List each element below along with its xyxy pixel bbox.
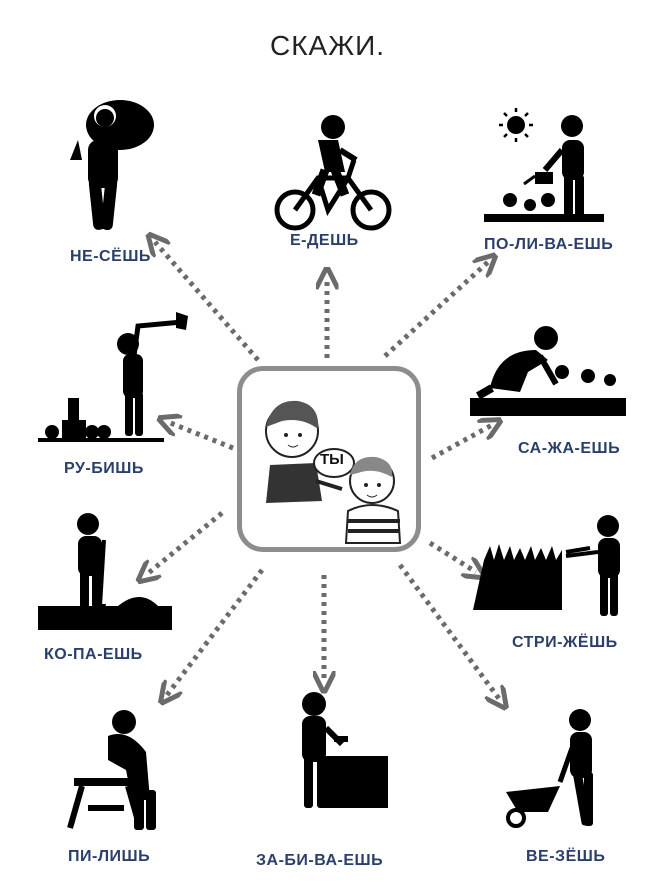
label-strizhesh: СТРИ-ЖЁШЬ [512,634,618,651]
arrow-nesesh [155,242,260,362]
arrow-kopaesh [146,511,224,575]
digging-icon [38,513,172,630]
arrow-rubish [168,422,234,451]
arrow-pilish [167,568,264,695]
label-zabivaesh: ЗА-БИ-ВА-ЕШЬ [256,852,384,869]
chopping-wood-icon [38,312,188,442]
arrow-vezesh [397,563,500,700]
page-title: СКАЖИ. [270,30,385,61]
trimming-hedge-icon [473,515,620,616]
arrow-polivaesh [383,262,488,358]
label-nesesh: НЕ-СЁШЬ [70,248,151,265]
label-kopaesh: КО-ПА-ЕШЬ [44,646,143,663]
label-pilish: ПИ-ЛИШЬ [68,848,151,865]
sawing-icon [67,710,156,830]
speech-bubble-text: ТЫ [320,451,344,468]
wheelbarrow-icon [506,709,593,828]
label-edesh: Е-ДЕШЬ [290,232,359,249]
hammering-icon [302,692,388,808]
carrying-sack-icon [70,100,154,230]
center-illustration-frame: ТЫ [237,366,421,552]
label-rubish: РУ-БИШЬ [64,460,144,477]
cyclist-icon [274,115,392,231]
label-polivaesh: ПО-ЛИ-ВА-ЕШЬ [484,236,614,253]
arrow-sazhaesh [430,425,492,461]
arrow-strizhesh [428,540,476,572]
watering-flowers-icon [484,108,604,222]
planting-flowers-icon [470,326,626,416]
children-pointing-illustration [265,400,402,544]
label-sazhaesh: СА-ЖА-ЕШЬ [518,440,621,457]
label-vezesh: ВЕ-ЗЁШЬ [526,848,606,865]
